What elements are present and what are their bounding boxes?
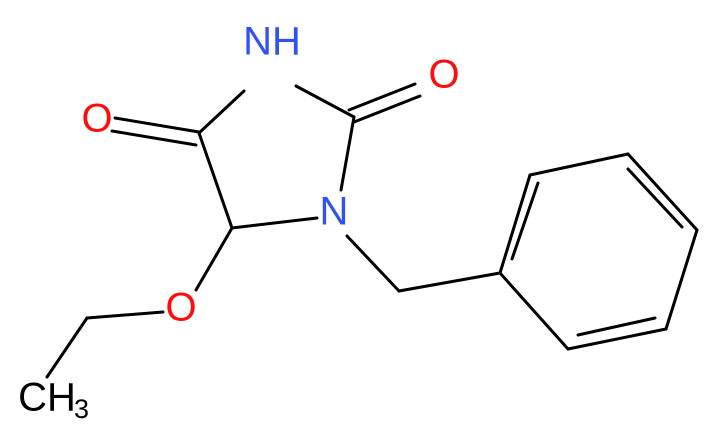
atom-nh: NH	[243, 20, 301, 64]
bond-c4-o-double-2	[110, 129, 198, 147]
bond-c5-oether	[194, 226, 234, 292]
bonds	[45, 82, 699, 379]
bond-c2-n1	[339, 115, 356, 192]
ring-bond-ipso-ortho-upper	[498, 173, 532, 275]
bond-c2-o-double-1	[347, 82, 417, 112]
atom-ch3: CH 3	[18, 376, 89, 424]
bond-c5-c4	[197, 131, 234, 230]
ring-inner-bond-2	[626, 167, 684, 229]
ring-inner-bond-3	[576, 316, 657, 337]
atom-n: N	[320, 190, 349, 234]
atom-labels: O NH O N O CH 3	[18, 20, 459, 424]
bond-oether-ch2	[85, 310, 165, 320]
bond-ch2-ipso	[397, 271, 502, 293]
ring-bond-meta-upper-para	[626, 152, 699, 232]
ring-bond-ortho-lower-ipso	[498, 271, 570, 351]
atom-ch3-main: CH	[18, 376, 76, 420]
bond-n1-c5	[230, 216, 319, 230]
atom-o-left: O	[81, 97, 112, 141]
bond-ch2-ch3	[45, 316, 89, 379]
atom-o-ether: O	[165, 286, 196, 330]
bond-n1-benzyl-ch2	[345, 234, 401, 293]
atom-ch3-subscript: 3	[74, 394, 89, 424]
ring-bond-meta-lower-ortho-lower	[566, 327, 668, 351]
ring-inner-bond-1	[510, 181, 540, 261]
bond-c4-n3	[197, 89, 246, 135]
bond-n3-c2	[294, 84, 356, 119]
bond-c4-o-double-1	[113, 116, 201, 134]
bond-c2-o-double-2	[352, 94, 422, 124]
ring-bond-para-meta-lower	[664, 228, 699, 331]
ring-bond-ortho-upper-meta-upper	[528, 152, 630, 177]
atom-o-right: O	[428, 53, 459, 97]
